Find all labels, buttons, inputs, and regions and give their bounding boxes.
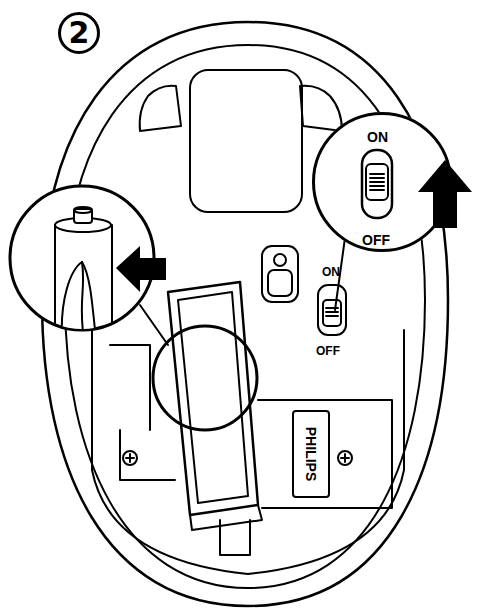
outline-shape <box>314 114 451 251</box>
switch-on-label: ON <box>322 266 340 278</box>
zoom-circle: ON OFF <box>312 112 452 252</box>
node-text: PHILIPS <box>304 427 318 481</box>
outline-shape <box>60 14 99 53</box>
node-text: OFF <box>362 233 390 247</box>
outline-shape <box>293 411 329 497</box>
switch-off-label: OFF <box>316 345 340 357</box>
brand-label: PHILIPS <box>292 410 330 498</box>
step-number: 2 <box>58 12 100 54</box>
node-text: 2 <box>69 18 90 48</box>
node-text: ON <box>367 130 388 144</box>
